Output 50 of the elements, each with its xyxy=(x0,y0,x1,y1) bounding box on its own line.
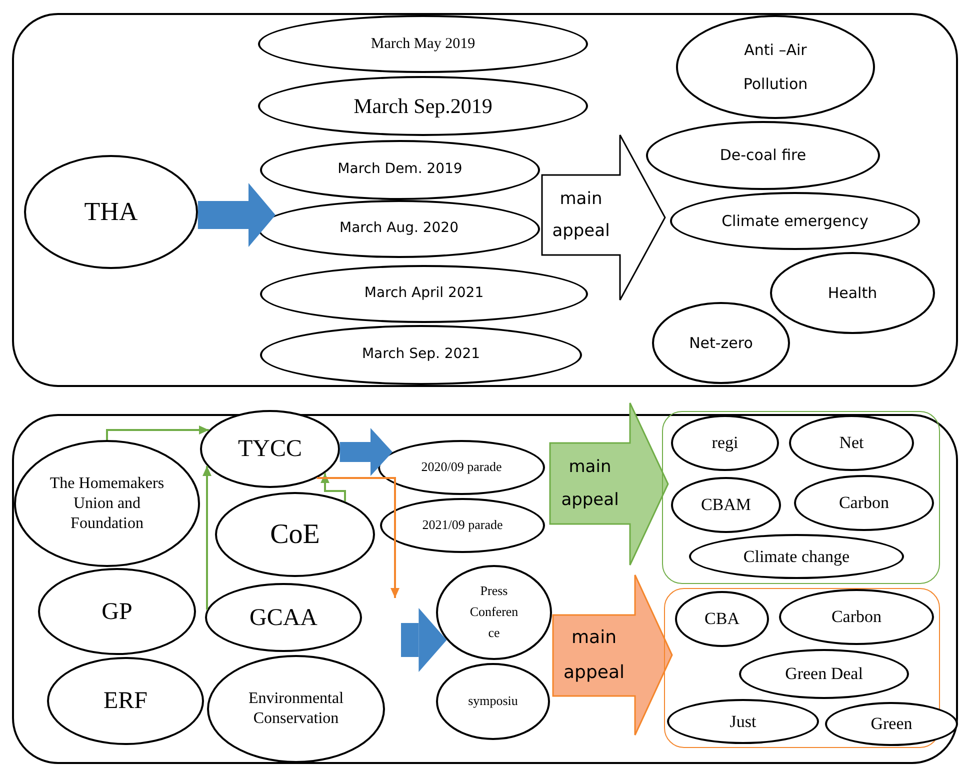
node-text: GP xyxy=(102,598,132,626)
node-text: TYCC xyxy=(238,435,302,464)
node-text: Net-zero xyxy=(689,334,753,352)
node-text: 2020/09 parade xyxy=(421,459,502,476)
node-text: March Sep. 2021 xyxy=(362,346,480,364)
node-text: Press Conference xyxy=(468,582,520,642)
node-text: main appeal xyxy=(562,626,626,684)
node-text: Environmental Conservation xyxy=(247,689,345,729)
group-frame xyxy=(662,411,940,584)
node-text: Green Deal xyxy=(785,663,863,685)
node-text: March Sep.2019 xyxy=(354,92,492,120)
node-text: symposiu xyxy=(468,693,518,710)
node-text: De-coal fire xyxy=(720,146,806,165)
ellipse-node xyxy=(825,702,958,746)
node-text: CBAM xyxy=(700,494,752,516)
node-text: Health xyxy=(828,284,878,302)
arrow-shaped-box xyxy=(550,403,668,565)
node-text: March May 2019 xyxy=(370,34,476,54)
arrow-shaped-box xyxy=(553,575,672,735)
node-text: CBA xyxy=(704,608,740,630)
node-text: March Aug. 2020 xyxy=(340,220,458,238)
node-text: 2021/09 parade xyxy=(422,517,503,534)
node-text: Carbon xyxy=(831,606,882,628)
panel-frame xyxy=(12,13,958,387)
node-text: The Homemakers Union and Foundation xyxy=(48,474,166,534)
node-text: main appeal xyxy=(551,188,611,243)
node-text: Green xyxy=(870,713,912,735)
node-text: Net xyxy=(839,432,864,454)
arrow xyxy=(320,473,346,502)
node-text: main appeal xyxy=(560,456,620,512)
node-text: THA xyxy=(84,196,138,228)
node-text: CoE xyxy=(270,518,320,552)
node-text: regi xyxy=(712,432,738,454)
node-text: Just xyxy=(730,710,756,732)
node-text: GCAA xyxy=(249,604,318,632)
block-arrow xyxy=(198,183,276,247)
arrow xyxy=(106,426,209,440)
node-text: ERF xyxy=(103,687,148,716)
block-arrow xyxy=(340,428,392,476)
node-text: Climate emergency xyxy=(722,212,868,230)
ellipse-node xyxy=(667,699,819,744)
node-text: March Dem. 2019 xyxy=(338,161,462,179)
arrow-shaped-box xyxy=(542,135,665,300)
node-text: March April 2021 xyxy=(364,285,484,303)
block-arrow xyxy=(401,608,447,672)
arrow xyxy=(202,466,212,610)
node-text: Carbon xyxy=(838,492,890,514)
node-text: Climate change xyxy=(743,546,850,568)
arrow xyxy=(316,477,400,598)
node-text: Anti –Air Pollution xyxy=(742,40,809,95)
